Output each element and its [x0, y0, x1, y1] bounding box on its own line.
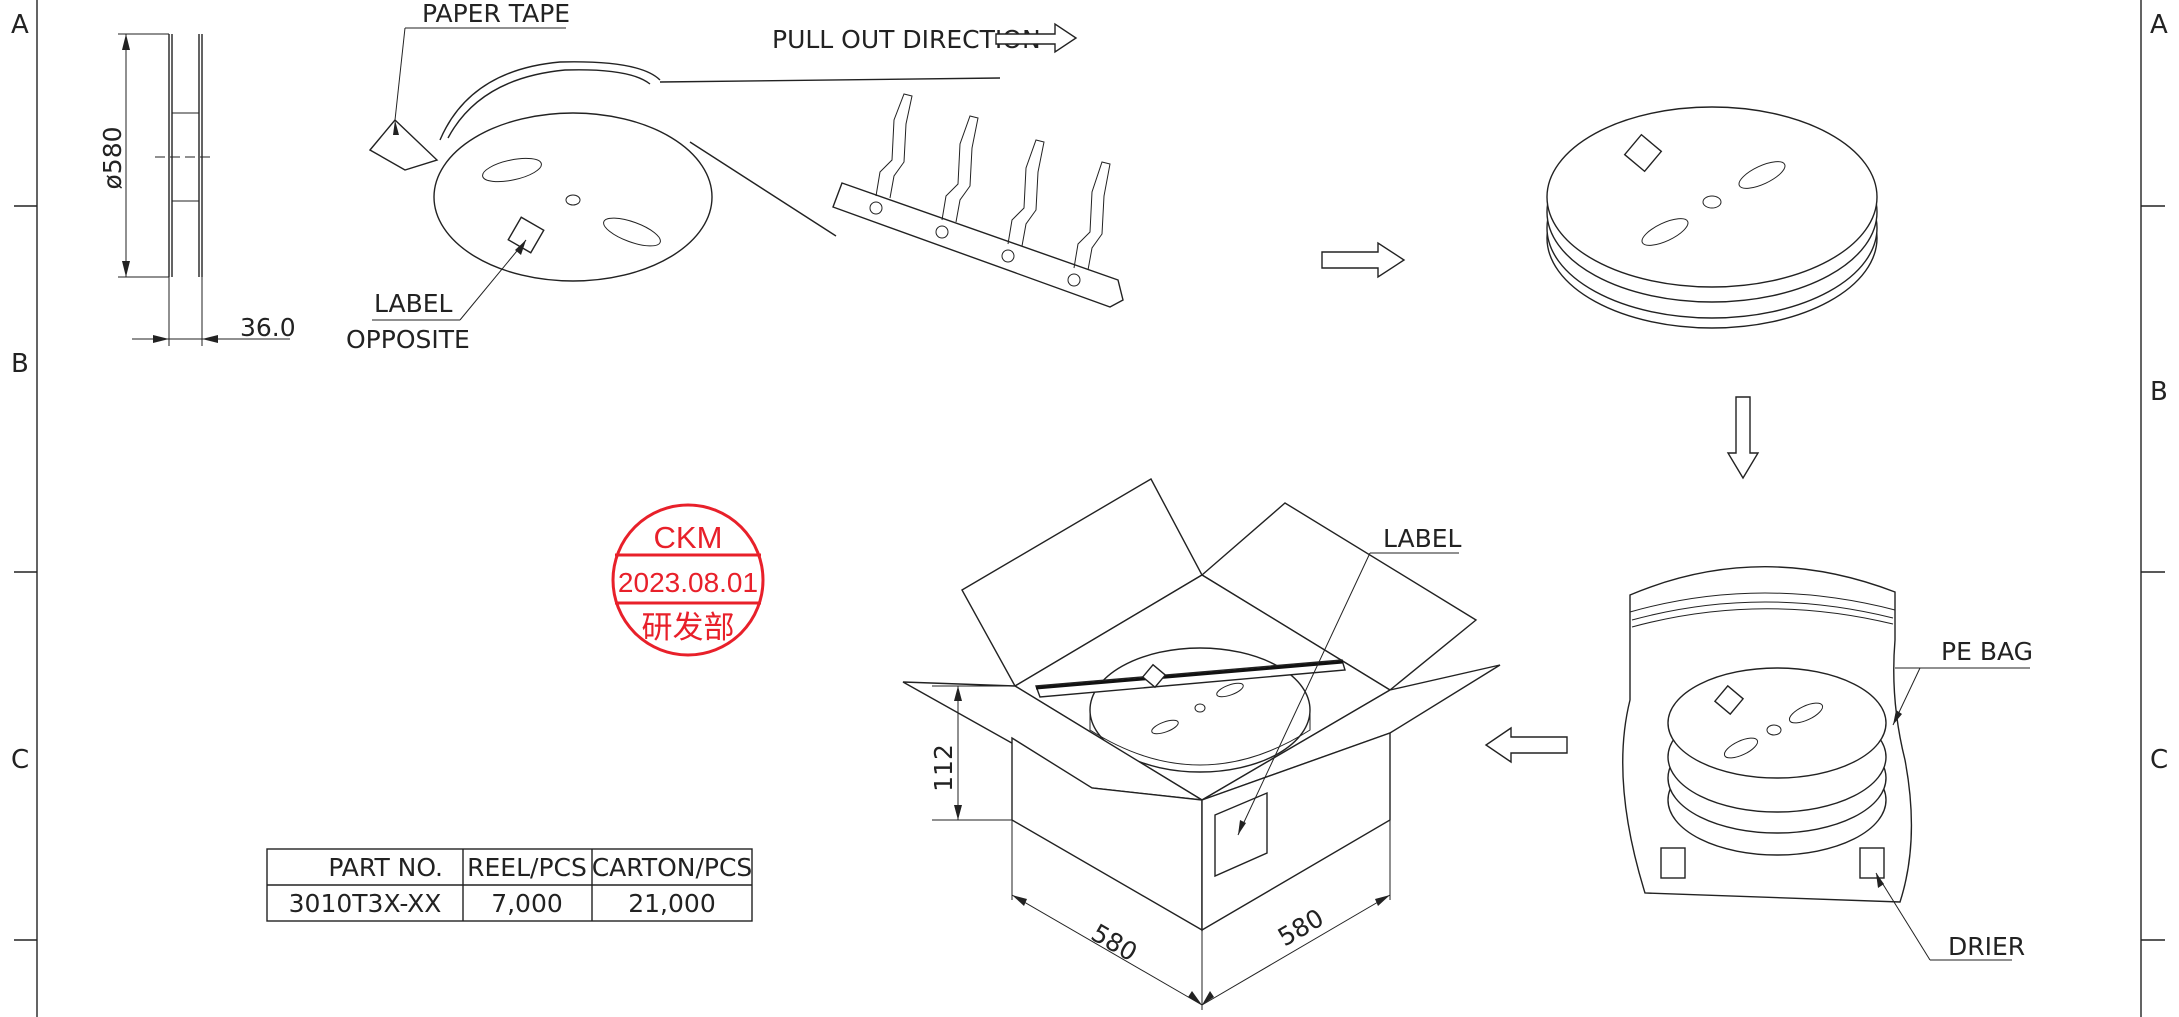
- carton-width-dim: 580: [1273, 903, 1329, 952]
- reel-side-view: ø580 36.0: [98, 33, 296, 346]
- table-header-carton: CARTON/PCS: [592, 853, 753, 882]
- label-opposite-line1: LABEL: [374, 289, 453, 318]
- approval-stamp: CKM 2023.08.01 研发部: [611, 503, 765, 657]
- pe-bag-label: PE BAG: [1941, 637, 2033, 666]
- stamp-date: 2023.08.01: [618, 567, 758, 598]
- arrow-down: [1726, 396, 1760, 480]
- frame-row-c-left: C: [11, 745, 29, 775]
- terminal-strip: [832, 93, 1124, 308]
- pull-out-direction: PULL OUT DIRECTION: [772, 22, 1078, 54]
- stamp-dept: 研发部: [642, 610, 735, 645]
- table-header-part: PART NO.: [328, 853, 443, 882]
- label-opposite-line2: OPPOSITE: [346, 325, 470, 354]
- pe-bag: PE BAG DRIER: [1622, 566, 2033, 961]
- reel-with-tape: LABEL OPPOSITE PAPER TAPE: [346, 0, 1001, 354]
- table-cell-carton: 21,000: [628, 889, 715, 918]
- frame-row-c-right: C: [2150, 745, 2168, 775]
- frame-row-b-right: B: [2150, 377, 2168, 407]
- paper-tape-label: PAPER TAPE: [422, 0, 570, 28]
- reel-top-view: [1546, 106, 1878, 329]
- arrow-left: [1484, 726, 1568, 764]
- carton-length-dim: 580: [1086, 918, 1142, 967]
- frame-row-b-left: B: [11, 349, 29, 379]
- table-cell-reel: 7,000: [491, 889, 563, 918]
- table-cell-part: 3010T3X-XX: [289, 889, 442, 918]
- stamp-company: CKM: [654, 520, 723, 555]
- part-table: PART NO. REEL/PCS CARTON/PCS 3010T3X-XX …: [266, 848, 753, 922]
- carton-height-dim: 112: [929, 744, 958, 792]
- drawing-frame: A B C A B C: [11, 0, 2168, 1017]
- drier-label: DRIER: [1948, 932, 2025, 961]
- frame-row-a-left: A: [11, 10, 29, 40]
- reel-diameter-dim: ø580: [98, 126, 127, 189]
- table-header-reel: REEL/PCS: [467, 853, 587, 882]
- box-label-label: LABEL: [1383, 524, 1462, 553]
- reel-width-dim: 36.0: [240, 313, 296, 342]
- arrow-right-1: [1321, 241, 1406, 279]
- frame-row-a-right: A: [2150, 10, 2168, 40]
- carton: LABEL 112 580 580: [902, 478, 1501, 1010]
